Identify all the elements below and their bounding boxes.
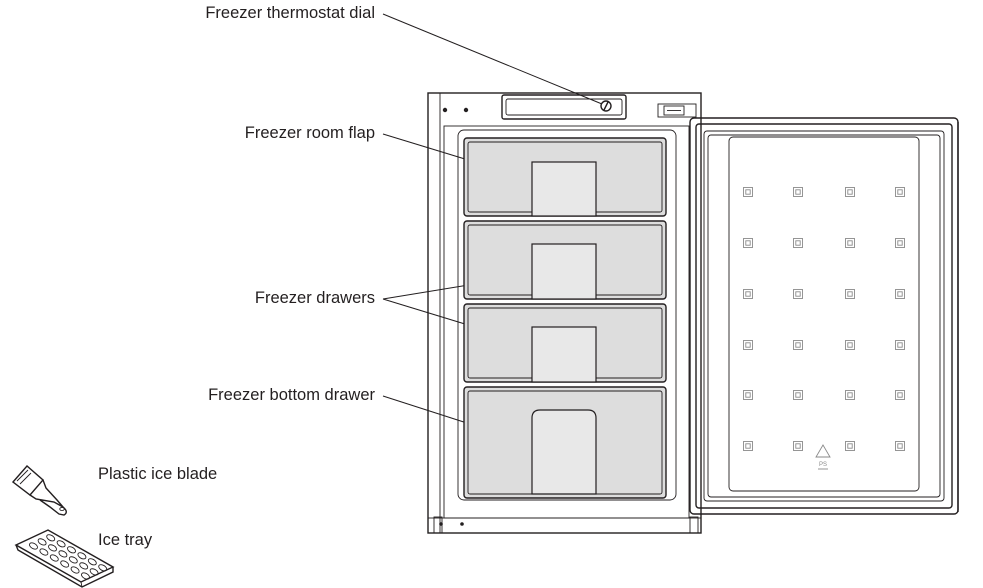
label-ice-tray: Ice tray [98, 531, 153, 549]
ice-tray-cell [98, 564, 108, 572]
ice-tray-cells [29, 534, 108, 580]
freezer-cabinet [427, 92, 702, 534]
door-marker-inner [745, 240, 751, 246]
door-marker-inner [795, 189, 801, 195]
door-marker [793, 187, 803, 197]
door-marker [793, 441, 803, 451]
ice-tray-cell [67, 546, 76, 554]
door-marker [793, 390, 803, 400]
door-marker-inner [897, 392, 903, 398]
ice-tray-cell [56, 540, 66, 548]
ice-tray-cell [29, 542, 38, 550]
freezer-drawer-upper[interactable] [463, 220, 667, 300]
ice-tray-cell [60, 560, 70, 568]
ice-tray-cell [81, 572, 90, 580]
door-marker [845, 441, 855, 451]
door-marker-grid [743, 187, 905, 451]
door-marker [895, 390, 905, 400]
label-bottom-drawer: Freezer bottom drawer [208, 386, 375, 404]
door-marker-inner [847, 342, 853, 348]
thermostat-dial-icon[interactable] [600, 100, 612, 112]
door-marker-inner [897, 342, 903, 348]
door-marker-inner [847, 189, 853, 195]
freezer-room-flap[interactable] [463, 137, 667, 217]
door-marker-inner [847, 392, 853, 398]
door-marker [743, 390, 753, 400]
door-marker [793, 340, 803, 350]
door-marker-inner [897, 291, 903, 297]
ice-tray-cell [46, 534, 56, 542]
door-marker [743, 238, 753, 248]
ice-tray-cell [49, 554, 59, 562]
door-marker [895, 238, 905, 248]
door-marker [845, 340, 855, 350]
door-marker [743, 441, 753, 451]
door-marker-inner [897, 240, 903, 246]
door-marker-inner [897, 189, 903, 195]
door-marker-inner [795, 443, 801, 449]
door-marker-inner [795, 342, 801, 348]
freezer-bottom-drawer[interactable] [463, 386, 667, 499]
door-marker-inner [745, 443, 751, 449]
freezer-door[interactable] [689, 117, 959, 515]
ice-tray-cell [89, 568, 99, 576]
recycling-triangle-icon: PS [815, 444, 831, 470]
door-marker [845, 390, 855, 400]
door-marker [895, 187, 905, 197]
door-marker [793, 238, 803, 248]
door-marker [895, 340, 905, 350]
ice-tray-cell [79, 562, 89, 570]
ice-tray-cell [77, 552, 87, 560]
door-marker [895, 289, 905, 299]
ice-tray-cell [87, 558, 97, 566]
ice-blade-icon [11, 465, 67, 516]
door-marker-inner [745, 392, 751, 398]
door-marking-text: PS [819, 462, 827, 468]
door-marker [743, 289, 753, 299]
door-marker-inner [897, 443, 903, 449]
label-room-flap: Freezer room flap [245, 124, 375, 142]
door-marker-inner [847, 240, 853, 246]
label-thermostat: Freezer thermostat dial [205, 4, 375, 22]
ice-tray-cell [48, 544, 57, 552]
ice-tray-cell [70, 566, 80, 574]
ice-tray-icon [14, 529, 115, 588]
door-marker [845, 238, 855, 248]
control-panel [501, 94, 627, 120]
door-marker-inner [847, 443, 853, 449]
ice-tray-cell [39, 548, 49, 556]
door-marker [845, 187, 855, 197]
door-marker [845, 289, 855, 299]
door-marker-inner [795, 392, 801, 398]
ice-tray-cell [37, 538, 47, 546]
door-marker-inner [795, 291, 801, 297]
label-ice-blade: Plastic ice blade [98, 465, 217, 483]
door-marker-inner [847, 291, 853, 297]
door-marker-inner [745, 342, 751, 348]
freezer-drawer-lower[interactable] [463, 303, 667, 383]
door-marker [793, 289, 803, 299]
door-marker-inner [745, 189, 751, 195]
door-marker [743, 340, 753, 350]
label-drawers: Freezer drawers [255, 289, 375, 307]
door-marker-inner [795, 240, 801, 246]
ice-tray-cell [58, 550, 68, 558]
ice-tray-cell [68, 556, 78, 564]
door-marker [743, 187, 753, 197]
door-marker [895, 441, 905, 451]
door-marker-inner [745, 291, 751, 297]
